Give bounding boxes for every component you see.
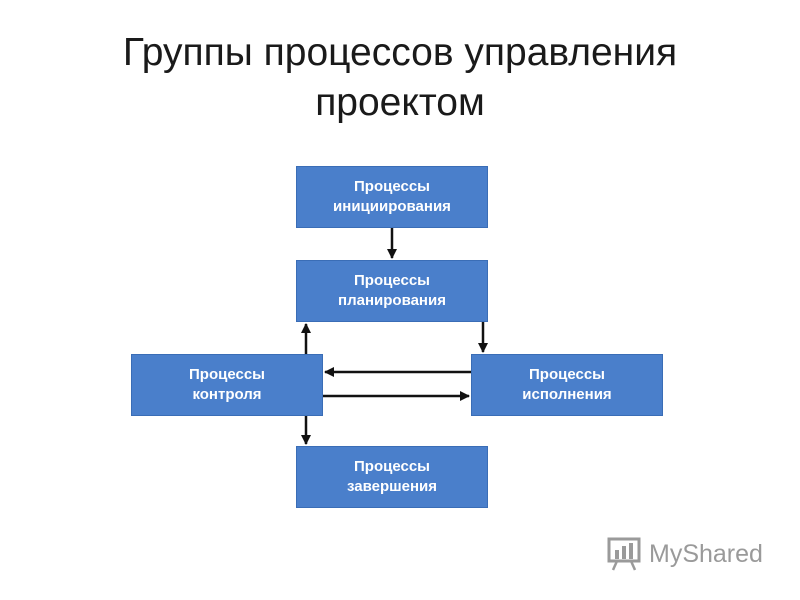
box-closing: Процессы завершения	[296, 446, 488, 508]
box-control: Процессы контроля	[131, 354, 323, 416]
watermark: MyShared	[607, 536, 763, 572]
box-execution: Процессы исполнения	[471, 354, 663, 416]
box-execution-line2: исполнения	[522, 386, 612, 403]
box-initiation: Процессы инициирования	[296, 166, 488, 228]
box-planning-line2: планирования	[338, 292, 446, 309]
box-initiation-line1: Процессы	[354, 178, 430, 195]
box-control-line1: Процессы	[189, 366, 265, 383]
bar-chart-icon	[607, 537, 641, 571]
watermark-text: MyShared	[649, 539, 763, 568]
box-closing-line1: Процессы	[354, 458, 430, 475]
title-line-2: проектом	[315, 81, 485, 124]
box-control-line2: контроля	[192, 386, 262, 403]
box-planning-line1: Процессы	[354, 272, 430, 289]
box-closing-line2: завершения	[346, 478, 437, 495]
box-execution-line1: Процессы	[529, 366, 605, 383]
box-initiation-line2: инициирования	[333, 198, 451, 215]
title-line-1: Группы процессов управления	[122, 31, 678, 74]
box-planning: Процессы планирования	[296, 260, 488, 322]
slide-title: Группы процессов управления проектом	[0, 28, 800, 128]
